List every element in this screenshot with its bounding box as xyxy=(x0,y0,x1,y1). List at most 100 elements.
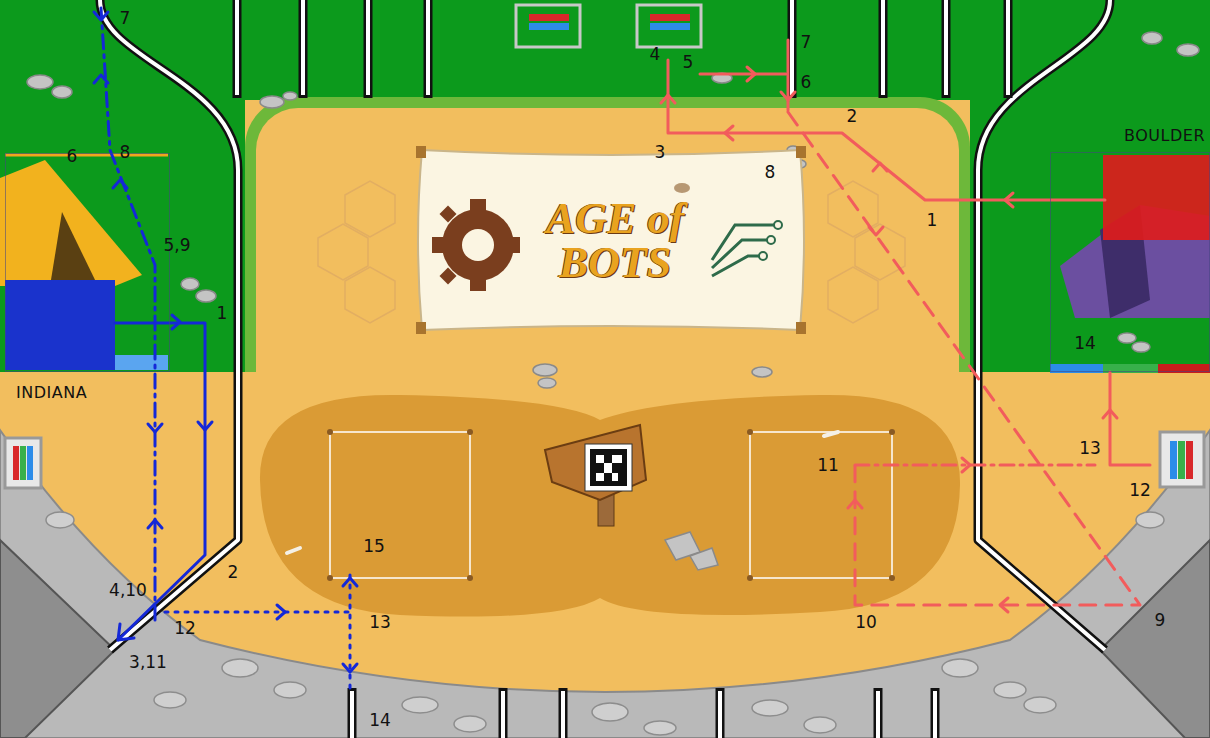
banner: AGE of BOTS xyxy=(420,148,805,333)
banner-scroll-part-part xyxy=(512,237,520,253)
cobblestone-wall-part-part xyxy=(154,692,186,708)
sand-pit-part xyxy=(330,432,892,578)
blue-route-part xyxy=(198,422,212,430)
team-tents-part xyxy=(0,160,142,286)
callout-number: 8 xyxy=(765,163,776,182)
blue-route-part xyxy=(343,578,357,586)
cobblestone-wall-part xyxy=(1100,540,1210,738)
rocks-part xyxy=(283,92,297,100)
blue-route-part xyxy=(118,624,134,640)
boundary-lines-part-part xyxy=(366,0,370,95)
red-route-part xyxy=(1000,598,1008,612)
goal-boxes-part xyxy=(5,438,41,488)
banner-scroll-part xyxy=(416,322,426,334)
signpost-part xyxy=(545,425,646,500)
banner-scroll-part-part xyxy=(470,279,486,291)
boundary-lines-part-part xyxy=(501,691,505,738)
banner-scroll-part xyxy=(796,146,806,158)
boundary-lines-part-part xyxy=(942,0,951,98)
goal-boxes-part xyxy=(650,23,690,30)
boundary-lines-part-part xyxy=(1006,0,1010,95)
boundary-lines-part-part xyxy=(424,0,433,98)
sand-pit-part-part xyxy=(467,575,473,581)
blue-route-part xyxy=(94,75,108,83)
boundary-lines-part-part xyxy=(718,691,722,738)
goal-boxes-part xyxy=(637,5,701,47)
cobblestone-wall-part-part xyxy=(274,682,306,698)
boundary-lines-part-part xyxy=(235,0,239,95)
red-route-part xyxy=(873,163,887,171)
signpost-part xyxy=(590,449,627,486)
signpost xyxy=(545,425,646,526)
team-tents-part xyxy=(50,212,98,286)
boundary-lines-part-part xyxy=(350,691,354,738)
hexagon-marks-part xyxy=(828,267,878,323)
sand-pit-part-part xyxy=(330,432,470,578)
banner-scroll-part-part xyxy=(774,221,782,229)
callout-number: 12 xyxy=(174,619,196,638)
red-route-part xyxy=(661,95,675,103)
signpost-part xyxy=(596,473,604,481)
blue-route-part xyxy=(172,315,180,329)
callout-number: 15 xyxy=(363,537,385,556)
banner-scroll-part-part xyxy=(767,236,775,244)
goal-boxes-part xyxy=(1178,441,1185,479)
rocks-part xyxy=(1132,342,1150,352)
callout-number: 14 xyxy=(1074,334,1096,353)
red-route-part xyxy=(848,500,862,508)
callout-number: 7 xyxy=(801,33,812,52)
goal-boxes-part xyxy=(27,446,33,480)
boundary-lines-part-part xyxy=(874,688,883,738)
team-tents-part xyxy=(1103,155,1210,240)
sand-pit-part-part xyxy=(750,432,892,578)
callout-number: 14 xyxy=(369,711,391,730)
cobblestone-wall-part-part xyxy=(222,659,258,677)
callout-number: 4,10 xyxy=(109,581,147,600)
boundary-lines-part xyxy=(100,0,238,650)
blue-route-part xyxy=(277,605,285,619)
sand-pit-part xyxy=(327,429,895,581)
red-route-part xyxy=(668,60,1105,200)
banner-scroll-part-part xyxy=(712,256,760,276)
banner-scroll-part-part xyxy=(712,225,775,260)
boundary-lines-part-part xyxy=(561,691,565,738)
callout-number: 4 xyxy=(650,45,661,64)
blue-route-part xyxy=(94,12,108,20)
cobblestone-wall-part-part xyxy=(644,721,676,735)
sand-pit-part-part xyxy=(747,575,753,581)
goal-boxes-part xyxy=(529,23,569,30)
red-route xyxy=(661,40,1150,612)
red-route-part xyxy=(869,227,883,235)
boundary-lines-part-part xyxy=(933,691,937,738)
boundary-lines-part-part xyxy=(881,0,885,95)
callout-number: 5 xyxy=(683,53,694,72)
goal-boxes-part xyxy=(516,5,580,47)
goal-boxes-part xyxy=(1186,441,1193,479)
cobblestone-wall-part-part xyxy=(46,512,74,528)
red-route-part xyxy=(855,464,1095,467)
cobblestone-wall-part-part xyxy=(1136,512,1164,528)
red-route-part xyxy=(1103,410,1117,418)
goal-boxes-part xyxy=(20,446,26,480)
rocks-part xyxy=(533,364,557,376)
red-route-part xyxy=(781,92,795,100)
banner-scroll-part xyxy=(674,183,690,193)
callout-number: 3,11 xyxy=(129,653,167,672)
callout-number: 3 xyxy=(655,143,666,162)
callout-number: 9 xyxy=(1155,611,1166,630)
sand-pit-part-part xyxy=(889,429,895,435)
blue-route-part xyxy=(148,424,162,432)
cobblestone-wall-part-part xyxy=(402,697,438,713)
team-tent: INDIANA xyxy=(5,153,170,372)
blue-route-part xyxy=(165,611,350,614)
rocks-part xyxy=(1142,32,1162,44)
goal-boxes-part xyxy=(529,14,569,21)
boundary-lines-part-part xyxy=(233,0,242,98)
banner-scroll-part xyxy=(796,322,806,334)
cobblestone-wall-part-part xyxy=(592,703,628,721)
signpost-part xyxy=(612,473,618,481)
sand-pit-part-part xyxy=(889,575,895,581)
